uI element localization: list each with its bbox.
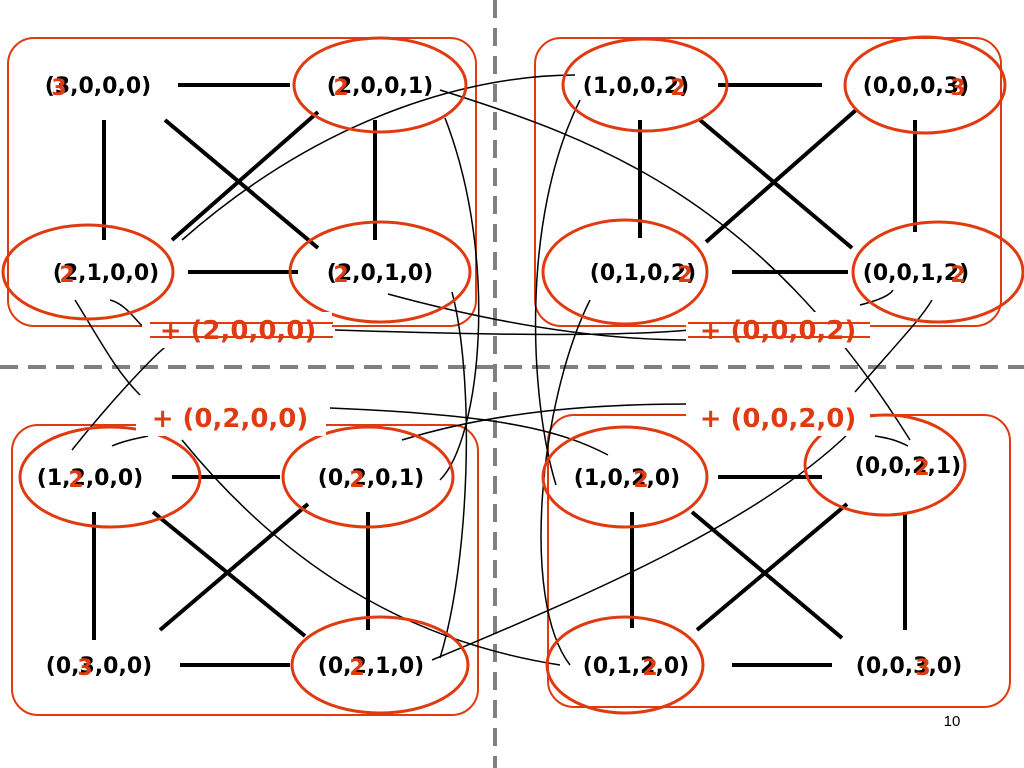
edge	[690, 510, 844, 640]
overwrite-digit: 2	[333, 76, 348, 101]
node-label: (2,0,1,0)	[327, 261, 433, 286]
connector	[329, 407, 609, 456]
connector	[859, 289, 894, 306]
overwrite-digit: 3	[950, 76, 965, 101]
overwrite-digit: 2	[633, 468, 648, 493]
highlight-ellipse	[292, 36, 468, 134]
overwrite-digit: 2	[333, 263, 348, 288]
connector	[874, 435, 909, 447]
edge	[151, 510, 307, 638]
node-label: (0,0,0,3)	[863, 74, 969, 99]
connector	[71, 344, 169, 451]
shift-label: + (0,0,0,2)	[700, 316, 857, 346]
highlight-ellipse	[541, 218, 709, 326]
highlight-ellipse	[545, 615, 705, 715]
highlight-ellipse	[290, 615, 470, 715]
node-label: (2,0,0,1)	[327, 74, 433, 99]
edge	[170, 110, 320, 242]
node-label: (1,0,2,0)	[574, 466, 680, 491]
connector	[854, 299, 933, 393]
highlight-ellipse	[843, 35, 1007, 135]
overwrite-digit: 2	[349, 468, 364, 493]
connector	[401, 403, 689, 441]
connector	[439, 291, 468, 659]
overwrite-digit: 2	[59, 263, 74, 288]
shift-label: + (0,0,2,0)	[700, 404, 857, 434]
node-label: (0,2,0,1)	[318, 466, 424, 491]
overwrite-digit: 2	[670, 76, 685, 101]
node-label: (0,0,3,0)	[856, 654, 962, 679]
connector	[181, 439, 561, 666]
highlight-ellipse	[288, 220, 472, 324]
shift-label: + (0,2,0,0)	[152, 404, 309, 434]
highlight-ellipse	[561, 37, 729, 133]
connector	[431, 431, 851, 661]
highlight-ellipse	[281, 425, 455, 529]
connector	[540, 299, 591, 666]
overwrite-digit: 2	[642, 656, 657, 681]
overwrite-digit: 2	[677, 263, 692, 288]
overwrite-digit: 2	[950, 263, 965, 288]
highlight-ellipse	[803, 413, 967, 517]
edge	[163, 118, 320, 250]
node-label: (3,0,0,0)	[45, 74, 151, 99]
node-label: (1,2,0,0)	[37, 466, 143, 491]
edge	[695, 502, 849, 632]
connector	[534, 99, 581, 486]
node-label: (0,0,1,2)	[863, 261, 969, 286]
overwrite-digit: 2	[68, 468, 83, 493]
connector	[439, 89, 911, 441]
node-label: (0,0,2,1)	[855, 454, 961, 479]
connector	[439, 117, 480, 481]
node-label: (0,3,0,0)	[46, 654, 152, 679]
connector	[334, 329, 691, 336]
node-label: (1,0,0,2)	[583, 74, 689, 99]
overwrite-digit: 2	[349, 656, 364, 681]
edge	[698, 118, 854, 250]
overwrite-digit: 3	[51, 76, 66, 101]
highlight-ellipse	[18, 425, 202, 529]
page-number: 10	[944, 713, 961, 730]
overwrite-digit: 2	[914, 456, 929, 481]
highlight-ellipse	[541, 425, 709, 529]
node-label: (0,2,1,0)	[318, 654, 424, 679]
connector	[387, 293, 691, 341]
connector	[111, 435, 149, 447]
edge	[158, 502, 310, 632]
overwrite-digit: 3	[77, 656, 92, 681]
shift-label: + (2,0,0,0)	[160, 316, 317, 346]
node-label: (0,1,2,0)	[583, 654, 689, 679]
edge	[704, 108, 858, 244]
highlight-ellipse	[1, 223, 175, 321]
connector	[181, 74, 576, 241]
highlight-ellipse	[851, 220, 1024, 324]
node-label: (0,1,0,2)	[590, 261, 696, 286]
overwrite-digit: 3	[915, 656, 930, 681]
node-label: (2,1,0,0)	[53, 261, 159, 286]
connector	[74, 299, 141, 396]
